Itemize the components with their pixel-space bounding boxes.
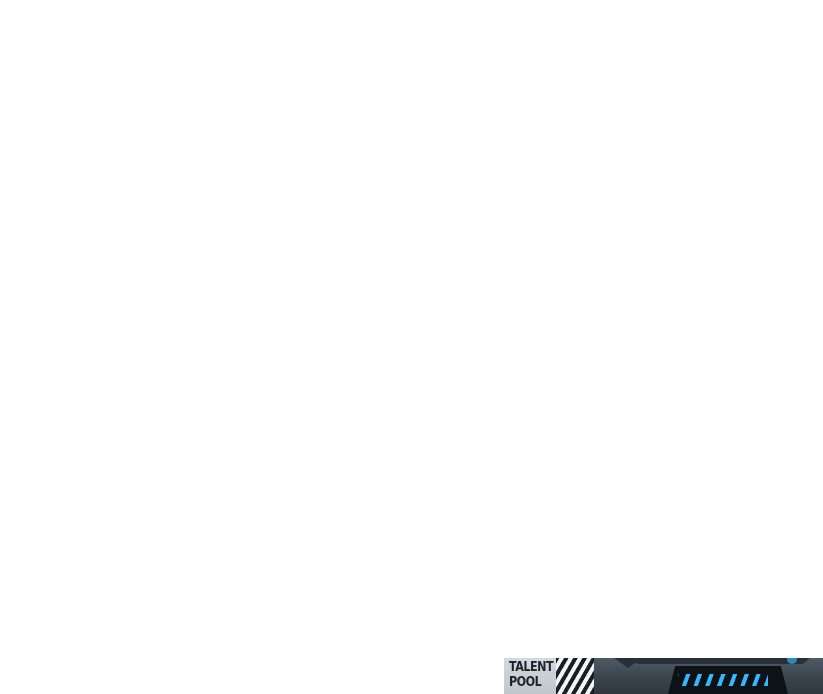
indicator-light (787, 658, 797, 664)
talent-pool-banner: TALENT POOL (504, 658, 823, 694)
talent-pool-label-box: TALENT POOL (504, 658, 556, 694)
hazard-stripes (556, 658, 594, 694)
panel-ridge (630, 658, 810, 664)
talent-meter (668, 666, 788, 694)
talent-pool-title: TALENT POOL (509, 660, 554, 690)
talent-meter-fill (678, 674, 768, 686)
meter-panel (594, 658, 823, 694)
panel-notch (614, 658, 642, 668)
